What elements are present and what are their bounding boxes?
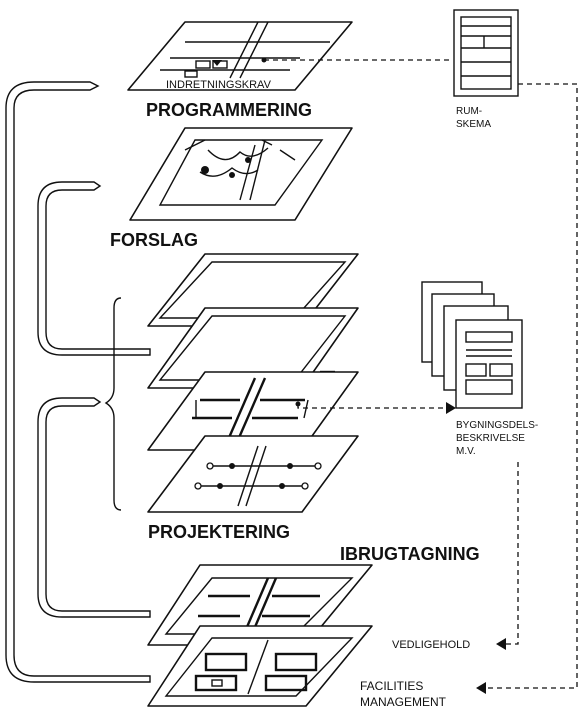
curly-brace-projektering — [106, 298, 121, 510]
bygningsdelsbeskrivelse-documents — [422, 282, 522, 408]
bygningsdels-label-line1: BYGNINGSDELS- — [456, 420, 538, 431]
dashed-connector-bygningsdels-vedligehold — [496, 462, 518, 650]
bygningsdels-label-line2: BESKRIVELSE — [456, 433, 525, 444]
projektering-title: PROJEKTERING — [148, 522, 290, 542]
forslag-title: FORSLAG — [110, 230, 198, 250]
bracket-projektering-ibrugtagning — [38, 398, 150, 617]
bracket-forslag-projektering — [38, 182, 150, 355]
vedligehold-label: VEDLIGEHOLD — [392, 639, 470, 651]
outer-bracket-programmering-facilities — [6, 82, 150, 682]
ibrugtagning-title: IBRUGTAGNING — [340, 544, 480, 564]
rumskema-label-line1: RUM- — [456, 106, 482, 117]
rumskema-document — [454, 10, 518, 96]
indretningskrav-label: INDRETNINGSKRAV — [166, 79, 272, 91]
programmering-title: PROGRAMMERING — [146, 100, 312, 120]
rumskema-label-line2: SKEMA — [456, 119, 491, 130]
facilities-label-line1: FACILITIES — [360, 679, 423, 693]
layer-forslag — [130, 128, 352, 220]
facilities-label-line2: MANAGEMENT — [360, 695, 447, 709]
bygningsdels-label-line3: M.V. — [456, 446, 476, 457]
